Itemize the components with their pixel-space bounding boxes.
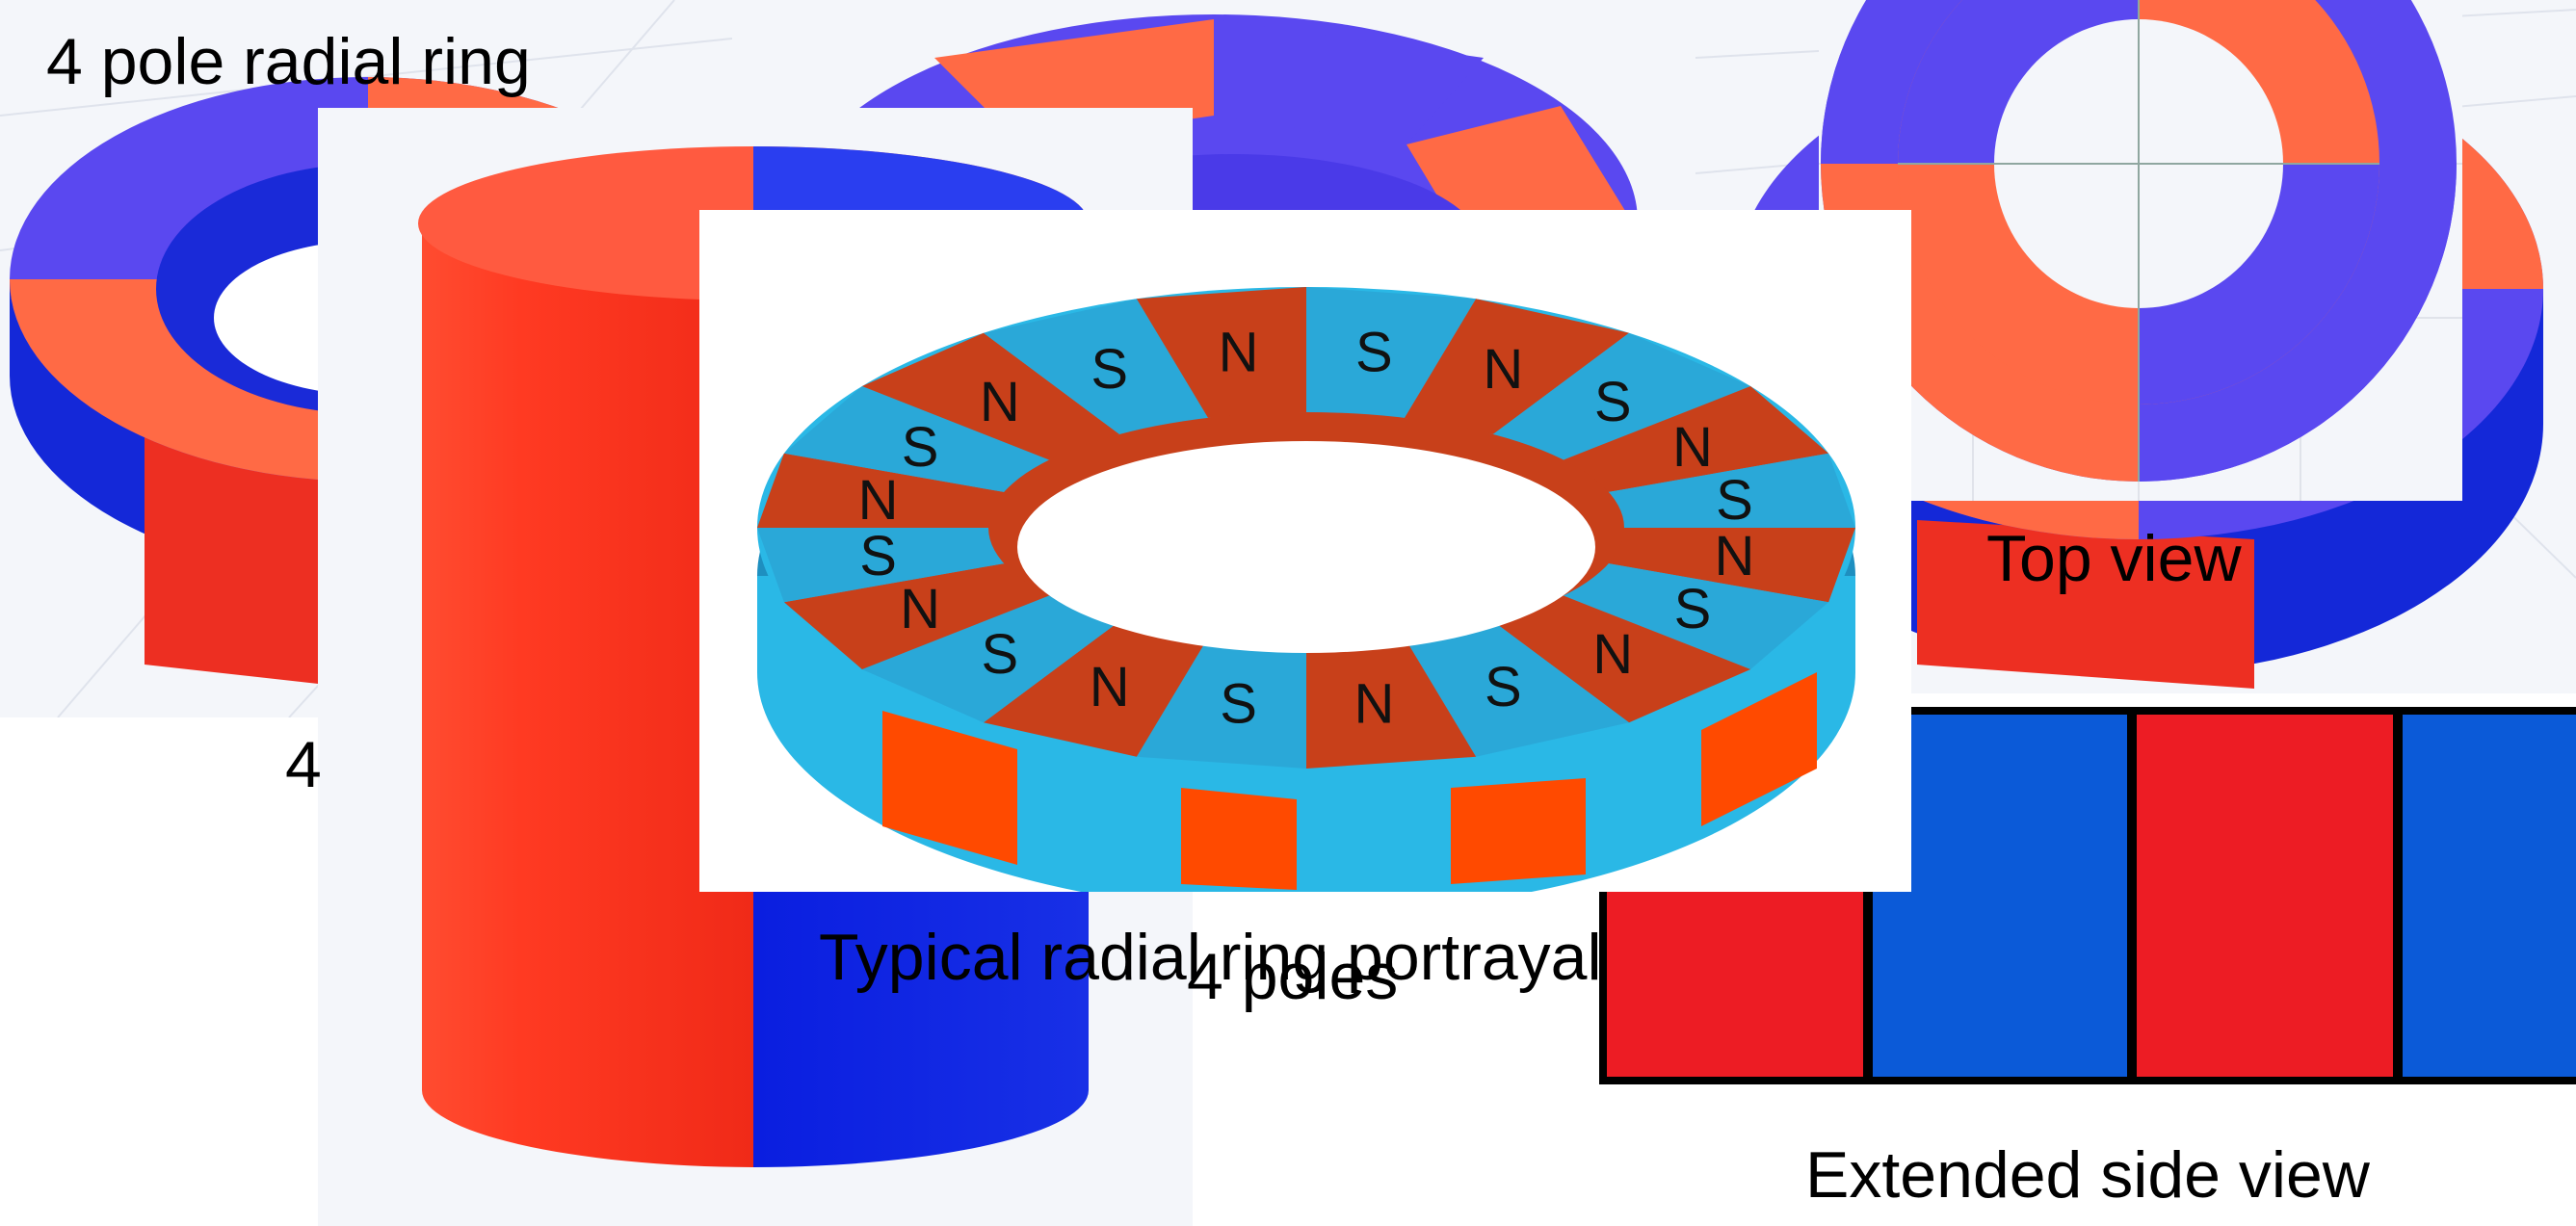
ring-pole-letter: S bbox=[1220, 673, 1257, 736]
ring-pole-letter: N bbox=[1715, 525, 1755, 587]
ring-pole-letter: S bbox=[981, 623, 1018, 686]
ring-pole-letter: N bbox=[1483, 338, 1523, 401]
top-view-panel bbox=[1819, 0, 2462, 501]
ring-pole-letter: S bbox=[1485, 656, 1522, 718]
ring-pole-letter: S bbox=[902, 416, 939, 479]
ring-pole-letter: N bbox=[980, 371, 1020, 433]
ring-pole-letter: S bbox=[859, 525, 897, 587]
ring-pole-letter: S bbox=[1674, 578, 1712, 640]
ring-pole-letter: N bbox=[900, 578, 940, 640]
ring-pole-letter: N bbox=[1354, 673, 1394, 736]
ring-pole-letter: N bbox=[1090, 656, 1130, 718]
ring-pole-letter: S bbox=[1716, 469, 1753, 532]
ring-pole-letter: N bbox=[1592, 623, 1633, 686]
ring-title-label: 4 pole radial ring bbox=[46, 29, 531, 94]
top-view-label: Top view bbox=[1986, 526, 2242, 591]
ring-pole-letter: S bbox=[1355, 321, 1393, 383]
hidden-label-fragment: 4 bbox=[285, 732, 322, 797]
ring-pole-letter: S bbox=[1091, 338, 1128, 401]
extended-side-view-label: Extended side view bbox=[1805, 1142, 2370, 1208]
ring-pole-letter: N bbox=[1672, 416, 1713, 479]
typical-portrayal-label: Typical radial ring portrayal bbox=[819, 925, 1602, 990]
ring-pole-letter: N bbox=[1219, 321, 1259, 383]
top-view-illustration bbox=[1819, 0, 2462, 501]
ring-pole-letter: N bbox=[858, 469, 899, 532]
ring-pole-letter: S bbox=[1594, 371, 1632, 433]
